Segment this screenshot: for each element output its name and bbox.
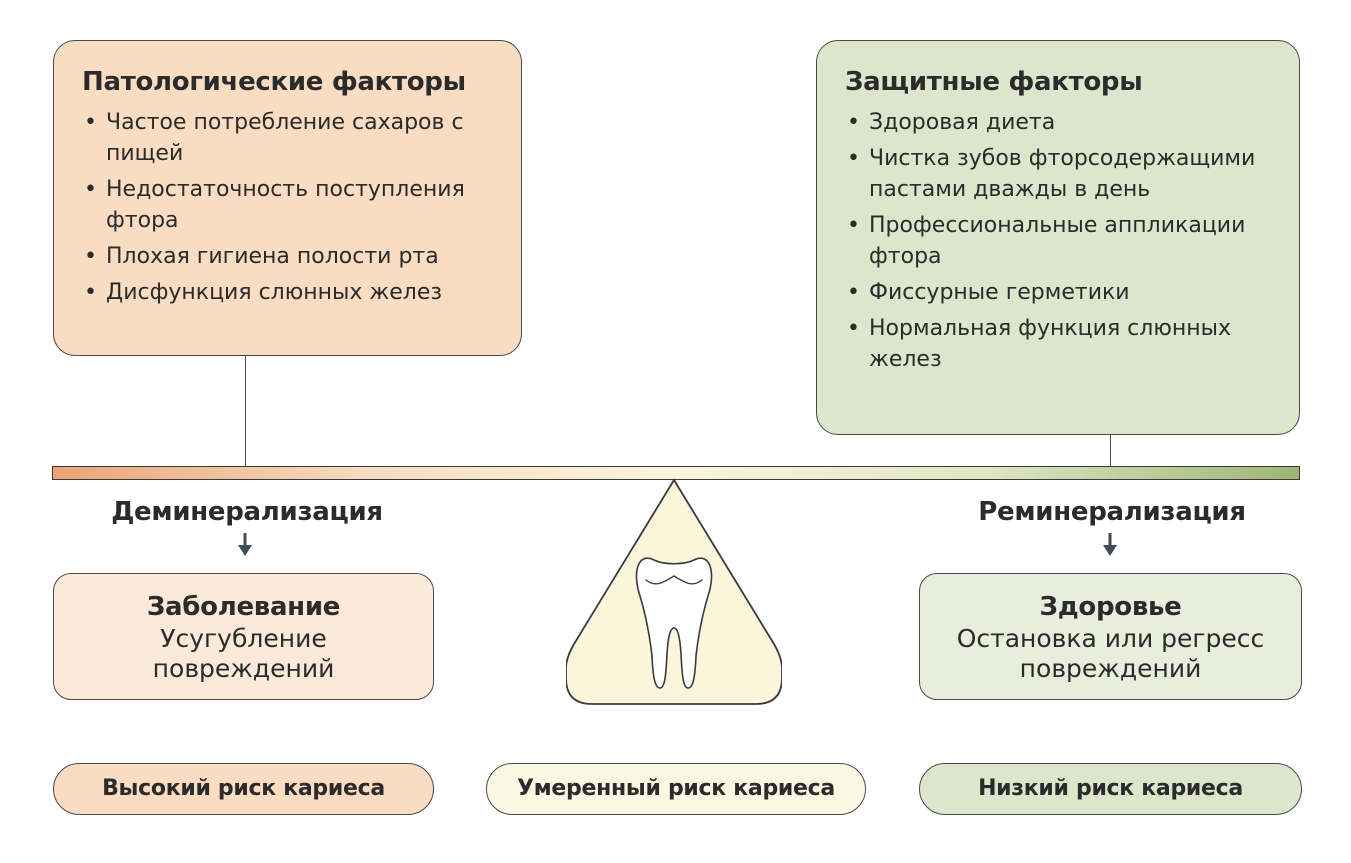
low-risk-pill: Низкий риск кариеса [919,763,1302,815]
protective-factor-item: Здоровая диета [845,107,1273,138]
pathological-factor-item: Частое потребление сахаров с пищей [82,107,495,169]
remineralization-label: Реминерализация [978,497,1246,527]
high-risk-pill: Высокий риск кариеса [53,763,434,815]
disease-description: Усугубление повреждений [152,624,335,683]
pathological-connector-line [245,356,246,467]
pathological-factors-list: Частое потребление сахаров с пищей Недос… [82,107,495,308]
protective-factor-item: Нормальная функция слюнных желез [845,313,1273,375]
demineralization-label: Деминерализация [111,497,383,527]
protective-factors-list: Здоровая диета Чистка зубов фторсодержащ… [845,107,1273,375]
pathological-factor-item: Дисфункция слюнных желез [82,277,495,308]
protective-factors-box: Защитные факторы Здоровая диета Чистка з… [816,40,1300,435]
pathological-factor-item: Плохая гигиена полости рта [82,241,495,272]
protective-factor-item: Фиссурные герметики [845,277,1273,308]
arrow-down-icon [1103,533,1117,556]
protective-connector-line [1110,435,1111,467]
pathological-factors-title: Патологические факторы [82,67,466,97]
disease-state-box: Заболевание Усугубление повреждений [53,573,434,700]
health-title: Здоровье [1039,592,1182,622]
protective-factors-title: Защитные факторы [845,67,1143,97]
tooth-icon [635,557,713,689]
protective-factor-item: Чистка зубов фторсодержащими пастами два… [845,143,1273,205]
health-state-box: Здоровье Остановка или регресс поврежден… [919,573,1302,700]
balance-beam [52,466,1300,480]
pathological-factor-item: Недостаточность поступления фтора [82,174,495,236]
pathological-factors-box: Патологические факторы Частое потреблени… [53,40,522,356]
arrow-down-icon [238,533,252,556]
fulcrum-tooth-icon [566,478,782,705]
protective-factor-item: Профессиональные аппликации фтора [845,210,1273,272]
disease-title: Заболевание [146,592,341,622]
moderate-risk-pill: Умеренный риск кариеса [486,763,866,815]
health-description: Остановка или регресс повреждений [956,624,1265,683]
